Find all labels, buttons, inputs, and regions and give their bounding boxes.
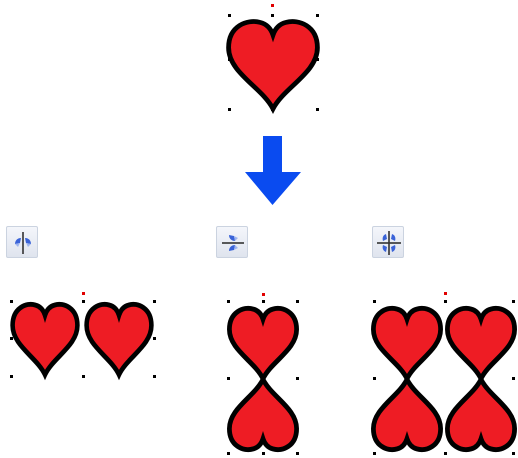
selection-handle[interactable]: [227, 300, 230, 303]
heart-top-right[interactable]: [445, 300, 517, 382]
selection-handle[interactable]: [316, 14, 319, 17]
selection-handle[interactable]: [262, 300, 265, 303]
selection-handle[interactable]: [512, 300, 515, 303]
heart-top[interactable]: [227, 300, 299, 382]
selection-handle[interactable]: [82, 375, 85, 378]
selection-handle[interactable]: [227, 377, 230, 380]
selection-handle[interactable]: [153, 375, 156, 378]
mirror-vertical-button[interactable]: [216, 226, 248, 258]
rotation-handle[interactable]: [262, 293, 265, 296]
selection-handle[interactable]: [296, 377, 299, 380]
heart-bottom-right[interactable]: [445, 376, 517, 458]
selection-handle[interactable]: [512, 452, 515, 455]
heart-top-left[interactable]: [371, 300, 443, 382]
heart-bottom[interactable]: [227, 376, 299, 458]
selection-handle[interactable]: [10, 375, 13, 378]
selection-handle[interactable]: [373, 377, 376, 380]
selection-handle[interactable]: [227, 452, 230, 455]
mirror-horizontal-button[interactable]: [6, 226, 38, 258]
selection-handle[interactable]: [153, 300, 156, 303]
rotation-handle[interactable]: [444, 292, 447, 295]
selection-handle[interactable]: [316, 58, 319, 61]
selection-handle[interactable]: [373, 300, 376, 303]
selection-handle[interactable]: [82, 300, 85, 303]
selection-handle[interactable]: [444, 452, 447, 455]
selection-handle[interactable]: [262, 452, 265, 455]
selection-handle[interactable]: [10, 337, 13, 340]
selection-handle[interactable]: [373, 452, 376, 455]
selection-handle[interactable]: [512, 377, 515, 380]
original-heart[interactable]: [225, 12, 321, 108]
heart-bottom-left[interactable]: [371, 376, 443, 458]
mirror-vertical-icon: [222, 235, 244, 251]
selection-handle[interactable]: [228, 58, 231, 61]
selection-handle[interactable]: [296, 452, 299, 455]
selection-handle[interactable]: [271, 14, 274, 17]
selection-handle[interactable]: [228, 14, 231, 17]
selection-handle[interactable]: [153, 337, 156, 340]
mirror-both-icon: [377, 231, 401, 255]
selection-handle[interactable]: [444, 300, 447, 303]
selection-handle[interactable]: [10, 300, 13, 303]
rotation-handle[interactable]: [82, 292, 85, 295]
mirror-both-button[interactable]: [372, 226, 404, 258]
selection-handle[interactable]: [228, 108, 231, 111]
heart-right[interactable]: [83, 295, 155, 377]
selection-handle[interactable]: [316, 108, 319, 111]
heart-left[interactable]: [9, 295, 81, 377]
down-arrow-icon: [245, 136, 301, 205]
mirror-horizontal-icon: [15, 232, 31, 254]
selection-handle[interactable]: [271, 108, 274, 111]
rotation-handle[interactable]: [271, 4, 274, 7]
selection-handle[interactable]: [296, 300, 299, 303]
